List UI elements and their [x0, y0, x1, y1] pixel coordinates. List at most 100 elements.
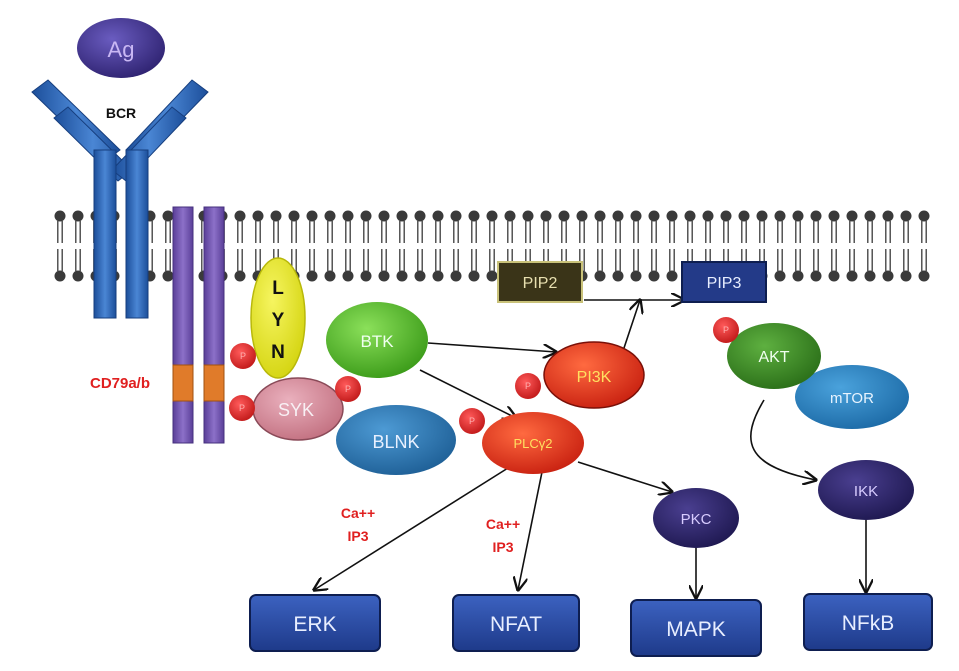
lipid-head	[720, 210, 732, 222]
lipid-head	[252, 210, 264, 222]
lipid-head	[72, 270, 84, 282]
lipid-head	[342, 210, 354, 222]
pkc-node: PKC	[653, 488, 739, 548]
antigen: Ag	[77, 18, 165, 78]
bcr-label: BCR	[106, 105, 136, 121]
lipid-head	[774, 210, 786, 222]
arrow-akt-ikk	[750, 399, 816, 480]
arrow-btk-pi3k	[427, 342, 556, 352]
ca-label-left: Ca++	[341, 505, 375, 521]
lipid-head	[630, 210, 642, 222]
nfkb-label: NFkB	[842, 612, 895, 635]
lipid-head	[414, 270, 426, 282]
antigen-label: Ag	[108, 37, 135, 62]
lipid-head	[648, 270, 660, 282]
output-erk: ERK	[249, 594, 381, 652]
lipid-head	[270, 210, 282, 222]
cd79-chains: CD79a/b	[90, 206, 225, 444]
pathway-arrows	[314, 300, 866, 598]
btk-label: BTK	[360, 332, 394, 351]
ikk-label: IKK	[854, 483, 878, 500]
lipid-head	[882, 270, 894, 282]
lipid-head	[594, 210, 606, 222]
pip3-box: PIP3	[681, 261, 767, 303]
lipid-head	[162, 270, 174, 282]
lipid-head	[774, 270, 786, 282]
bcr-receptor: BCR	[31, 79, 209, 319]
lipid-head	[54, 210, 66, 222]
lipid-head	[846, 270, 858, 282]
output-nfkb: NFkB	[803, 593, 933, 651]
lipid-head	[756, 210, 768, 222]
lipid-head	[630, 270, 642, 282]
nfat-label: NFAT	[490, 613, 542, 636]
lipid-head	[396, 270, 408, 282]
lipid-head	[792, 270, 804, 282]
akt-label: AKT	[758, 349, 789, 366]
lipid-head	[810, 270, 822, 282]
pi3k-node: PI3K	[543, 341, 645, 409]
lipid-head	[324, 270, 336, 282]
lipid-head	[666, 210, 678, 222]
lipid-head	[540, 210, 552, 222]
lipid-head	[468, 270, 480, 282]
blnk-label: BLNK	[372, 432, 419, 452]
lipid-head	[324, 210, 336, 222]
erk-label: ERK	[293, 613, 336, 636]
lipid-head	[162, 210, 174, 222]
lipid-head	[594, 270, 606, 282]
lipid-head	[882, 210, 894, 222]
lipid-head	[396, 210, 408, 222]
lipid-head	[702, 210, 714, 222]
lipid-head	[612, 210, 624, 222]
second-messenger-right: Ca++ IP3	[486, 516, 520, 555]
cell-membrane	[54, 210, 930, 282]
mtor-label: mTOR	[830, 390, 874, 407]
mapk-label: MAPK	[666, 618, 726, 641]
lipid-head	[414, 210, 426, 222]
pi3k-label: PI3K	[577, 369, 612, 386]
lyn-kinase: L Y N	[250, 257, 306, 379]
arrow-plcg2-pkc	[577, 461, 672, 492]
ca-label-right: Ca++	[486, 516, 520, 532]
syk-label: SYK	[278, 400, 314, 420]
lipid-head	[432, 210, 444, 222]
lyn-letter-3: N	[271, 342, 285, 363]
lipid-head	[72, 210, 84, 222]
lipid-head	[810, 210, 822, 222]
lipid-head	[234, 270, 246, 282]
btk-node: BTK	[326, 302, 428, 378]
lipid-head	[486, 210, 498, 222]
lipid-head	[306, 210, 318, 222]
output-mapk: MAPK	[630, 599, 762, 657]
lipid-head	[54, 270, 66, 282]
lipid-head	[360, 210, 372, 222]
lipid-head	[486, 270, 498, 282]
arrow-plcg2-nfat	[518, 471, 543, 590]
phospho-cd79-upper: P	[230, 343, 256, 369]
plcg2-node: PLCγ2	[482, 412, 584, 474]
lipid-head	[450, 270, 462, 282]
svg-text:P: P	[239, 403, 245, 413]
plcg2-label: PLCγ2	[513, 436, 552, 451]
lipid-head	[900, 210, 912, 222]
lipid-head	[738, 210, 750, 222]
lipid-head	[864, 210, 876, 222]
lipid-head	[828, 270, 840, 282]
lipid-head	[918, 270, 930, 282]
lipid-head	[504, 210, 516, 222]
lipid-head	[378, 210, 390, 222]
second-messenger-left: Ca++ IP3	[341, 505, 375, 544]
phospho-pi3k: P	[515, 373, 541, 399]
lipid-head	[612, 270, 624, 282]
svg-text:P: P	[345, 384, 351, 394]
lipid-head	[666, 270, 678, 282]
ikk-node: IKK	[818, 460, 914, 520]
lipid-head	[450, 210, 462, 222]
svg-text:P: P	[240, 351, 246, 361]
lipid-head	[360, 270, 372, 282]
lipid-head	[288, 210, 300, 222]
ip3-label-left: IP3	[347, 528, 368, 544]
lipid-head	[684, 210, 696, 222]
